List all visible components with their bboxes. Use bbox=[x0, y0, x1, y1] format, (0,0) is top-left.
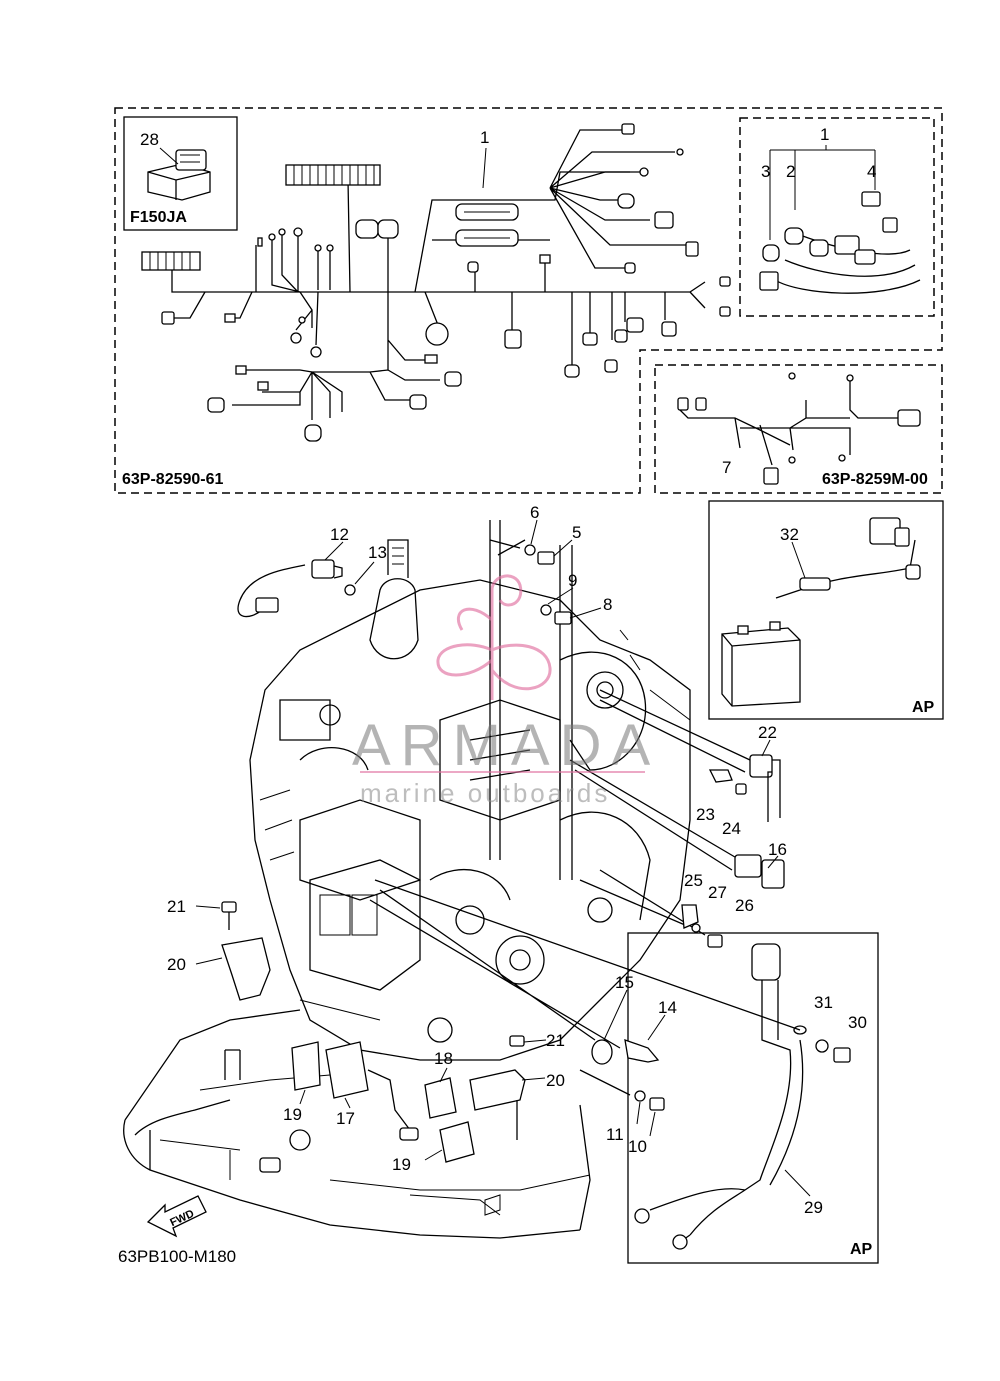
ap-label-cable: AP bbox=[850, 1241, 873, 1258]
callout-19-right: 19 bbox=[392, 1155, 411, 1174]
callout-27: 27 bbox=[708, 883, 727, 902]
callout-30: 30 bbox=[848, 1013, 867, 1032]
callout-7: 7 bbox=[722, 458, 731, 477]
sub-harness: 7 63P-8259M-00 bbox=[677, 372, 928, 488]
callout-23: 23 bbox=[696, 805, 715, 824]
callout-25: 25 bbox=[684, 871, 703, 890]
callout-1: 1 bbox=[480, 128, 489, 147]
callout-21-left: 21 bbox=[167, 897, 186, 916]
engine-components: 12 13 6 5 9 8 22 23 24 16 bbox=[167, 503, 801, 1174]
callout-12: 12 bbox=[330, 525, 349, 544]
callout-28: 28 bbox=[140, 130, 159, 149]
callout-26: 26 bbox=[735, 896, 754, 915]
callout-2: 2 bbox=[786, 162, 795, 181]
forward-arrow: FWD bbox=[146, 1195, 207, 1238]
callout-10: 10 bbox=[628, 1137, 647, 1156]
callout-16: 16 bbox=[768, 840, 787, 859]
callout-32: 32 bbox=[780, 525, 799, 544]
battery-cable-box: 31 30 29 AP bbox=[627, 932, 879, 1264]
battery-lead-box: 32 AP bbox=[708, 500, 944, 720]
callout-1-detail: 1 bbox=[820, 125, 829, 144]
lower-cowling bbox=[123, 1009, 591, 1239]
harness-connectors bbox=[141, 123, 731, 442]
harness-detail-inset: 1 2 3 4 bbox=[759, 125, 921, 294]
watermark-logo: ARMADA marine outboards bbox=[352, 574, 660, 808]
watermark-title: ARMADA bbox=[352, 713, 660, 778]
callout-22: 22 bbox=[758, 723, 777, 742]
illustration-code: 63PB100-M180 bbox=[118, 1247, 236, 1266]
callout-20-left: 20 bbox=[167, 955, 186, 974]
callout-14: 14 bbox=[658, 998, 677, 1017]
model-inset: 28 F150JA bbox=[123, 116, 238, 231]
model-label: F150JA bbox=[130, 209, 187, 226]
harness-part-code: 63P-82590-61 bbox=[122, 471, 224, 488]
callout-6: 6 bbox=[530, 503, 539, 522]
callout-24: 24 bbox=[722, 819, 741, 838]
callout-18: 18 bbox=[434, 1049, 453, 1068]
callout-5: 5 bbox=[572, 523, 581, 542]
callout-4: 4 bbox=[867, 162, 876, 181]
callout-29: 29 bbox=[804, 1198, 823, 1217]
callout-19-left: 19 bbox=[283, 1105, 302, 1124]
ap-label-battery: AP bbox=[912, 699, 935, 716]
watermark-subtitle: marine outboards bbox=[360, 778, 610, 808]
callout-11: 11 bbox=[606, 1125, 624, 1144]
callout-8: 8 bbox=[603, 595, 612, 614]
callout-9: 9 bbox=[568, 571, 577, 590]
callout-15: 15 bbox=[615, 973, 634, 992]
sub-harness-part-code: 63P-8259M-00 bbox=[822, 471, 928, 488]
main-wire-harness: 1 63P-82590-61 bbox=[122, 123, 731, 488]
callout-31: 31 bbox=[814, 993, 833, 1012]
callout-20-right: 20 bbox=[546, 1071, 565, 1090]
harness-region bbox=[114, 107, 943, 494]
callout-21-right: 21 bbox=[546, 1031, 565, 1050]
callout-13: 13 bbox=[368, 543, 387, 562]
callout-3: 3 bbox=[761, 162, 770, 181]
engine-block bbox=[249, 520, 691, 1061]
callout-17: 17 bbox=[336, 1109, 355, 1128]
